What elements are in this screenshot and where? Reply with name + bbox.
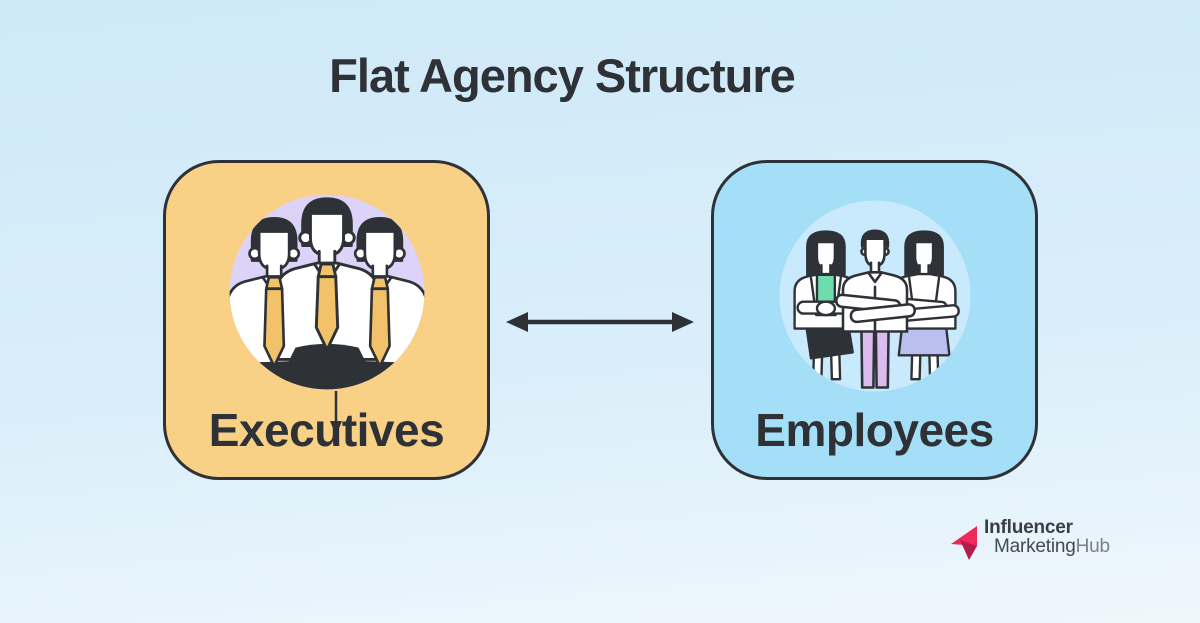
logo-text: Influencer MarketingHub: [984, 518, 1110, 556]
page-title: Flat Agency Structure: [329, 49, 796, 102]
employees-card: Employees: [711, 160, 1038, 480]
logo-arrow-icon: [951, 526, 977, 560]
influencer-marketinghub-logo: Influencer MarketingHub: [950, 518, 1110, 564]
logo-hub: Hub: [1075, 536, 1110, 557]
double-arrow-icon: [506, 312, 694, 332]
executives-card: Executives: [163, 160, 490, 480]
employees-people-icon: [779, 200, 970, 392]
executives-people-icon: [229, 194, 424, 390]
executives-label: Executives: [208, 404, 445, 456]
employees-label: Employees: [755, 404, 994, 456]
logo-influencer: Influencer: [984, 517, 1073, 538]
down-arrow-icon: [330, 391, 342, 436]
logo-marketing: Marketing: [994, 536, 1076, 557]
logo-marketinghub: MarketingHub: [994, 537, 1110, 556]
